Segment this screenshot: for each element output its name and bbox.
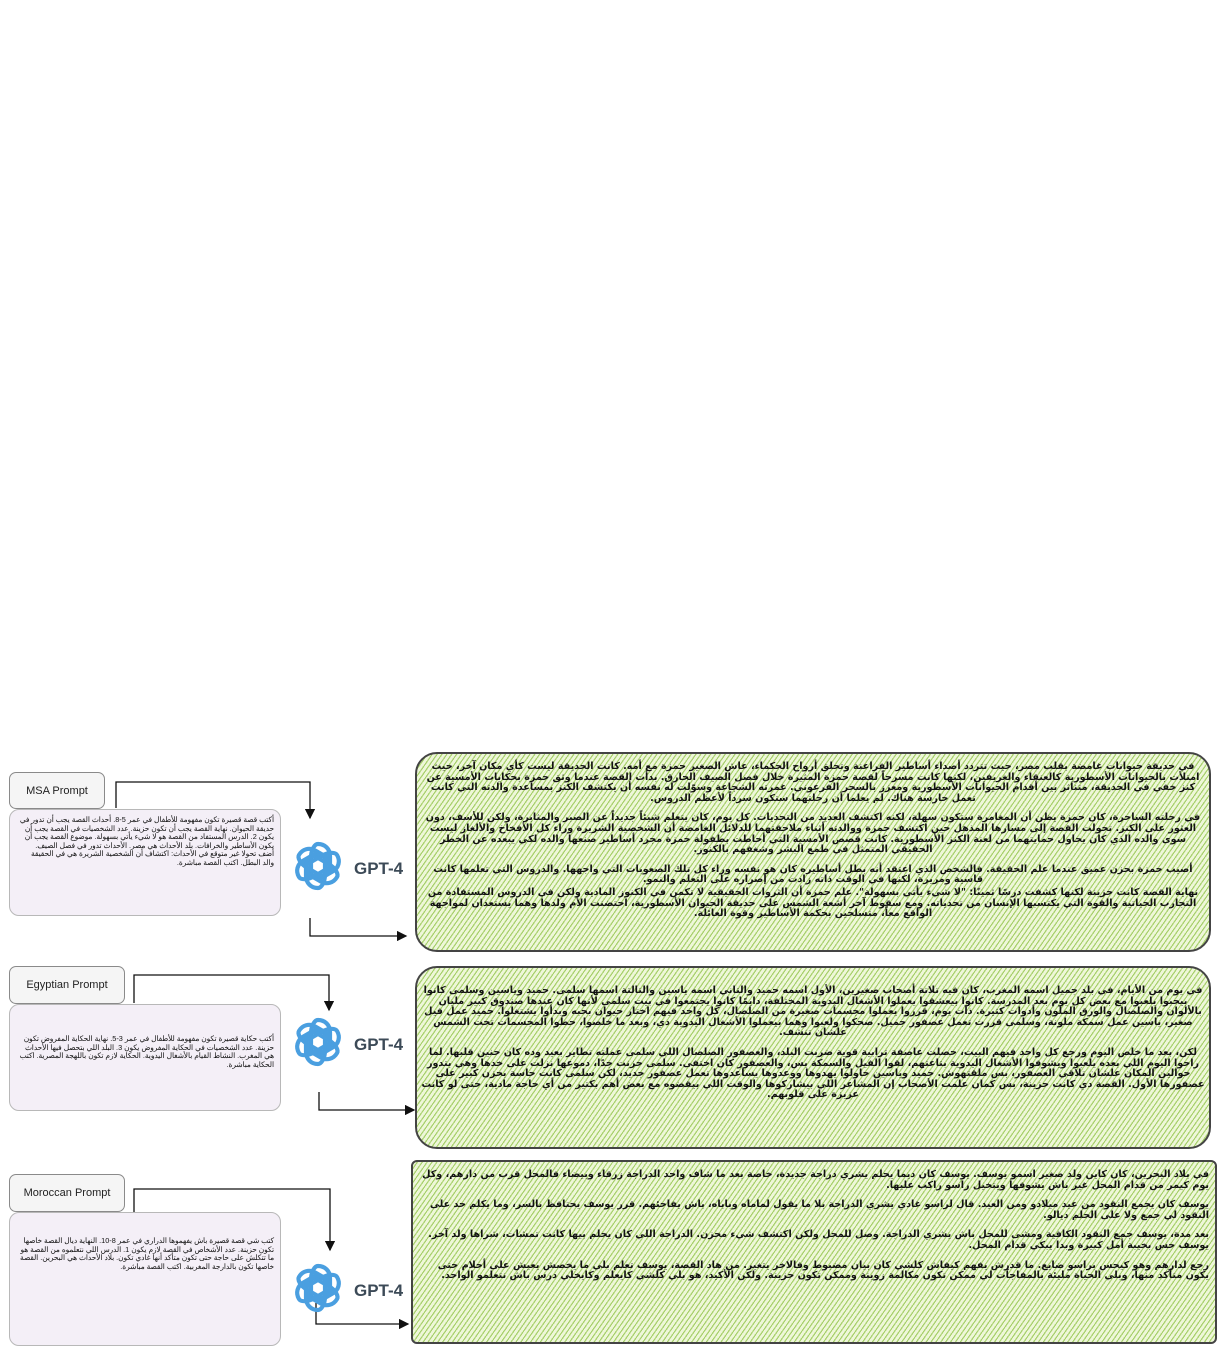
- moroccan-prompt-label: Moroccan Prompt: [9, 1174, 125, 1212]
- response-paragraph: رجع لدارهم وهو كيحس براسو ضايع. ما قدرش …: [437, 1259, 1209, 1282]
- response-paragraph: في رحلته الساحرة، كان حمزة يظن أن المغام…: [425, 812, 1201, 856]
- gpt4-label: GPT-4: [354, 1280, 404, 1300]
- response-paragraph: في بلاد البحرين، كان كاين ولد صغير اسمو …: [422, 1169, 1209, 1191]
- response-paragraph: نهاية القصة كانت حزينة لكنها كشفت درسًا …: [427, 886, 1199, 920]
- response-paragraph: بعد مدة، يوسف جمع النقود الكافية ومشى لل…: [428, 1229, 1209, 1251]
- egyptian-response: في يوم من الأيام، في بلد جميل اسمه المغر…: [415, 966, 1211, 1149]
- egyptian-prompt-label: Egyptian Prompt: [9, 966, 125, 1004]
- gpt4-model-moroccan: GPT-4: [288, 1258, 403, 1323]
- msa-prompt-text: أكتب قصة قصيرة تكون مفهومة للأطفال في عم…: [9, 809, 281, 916]
- openai-logo-icon: [288, 1012, 348, 1077]
- moroccan-response: في بلاد البحرين، كان كاين ولد صغير اسمو …: [411, 1160, 1217, 1344]
- gpt4-model-egyptian: GPT-4: [288, 1012, 403, 1077]
- egyptian-prompt-text: أكتب حكاية قصيرة تكون مفهومة للأطفال في …: [9, 1004, 281, 1111]
- response-paragraph: في يوم من الأيام، في بلد جميل اسمه المغر…: [423, 985, 1203, 1039]
- openai-logo-icon: [288, 836, 348, 901]
- gpt4-label: GPT-4: [354, 1034, 404, 1054]
- response-paragraph: أصيب حمزة بحزن عميق عندما علم الحقيقة. ف…: [433, 863, 1193, 886]
- openai-logo-icon: [288, 1258, 348, 1323]
- gpt4-model-msa: GPT-4: [288, 836, 403, 901]
- arrow-gpt-to-egyptian-response: [318, 1092, 416, 1116]
- msa-prompt-label: MSA Prompt: [9, 772, 105, 809]
- arrow-gpt-to-msa-response: [309, 918, 408, 942]
- msa-response: في حديقة حيوانات غامضة بقلب مصر، حيث تتر…: [415, 752, 1211, 952]
- moroccan-prompt-text: كتب شي قصة قصيرة باش يفهموها الدراري في …: [9, 1212, 281, 1346]
- response-paragraph: لكن، بعد ما خلص اليوم ورجع كل واحد فيهم …: [421, 1046, 1205, 1101]
- response-paragraph: يوسف كان يجمع النقود من عيد ميلادو ومن ا…: [429, 1199, 1209, 1221]
- response-paragraph: في حديقة حيوانات غامضة بقلب مصر، حيث تتر…: [426, 761, 1200, 804]
- gpt4-label: GPT-4: [354, 858, 404, 878]
